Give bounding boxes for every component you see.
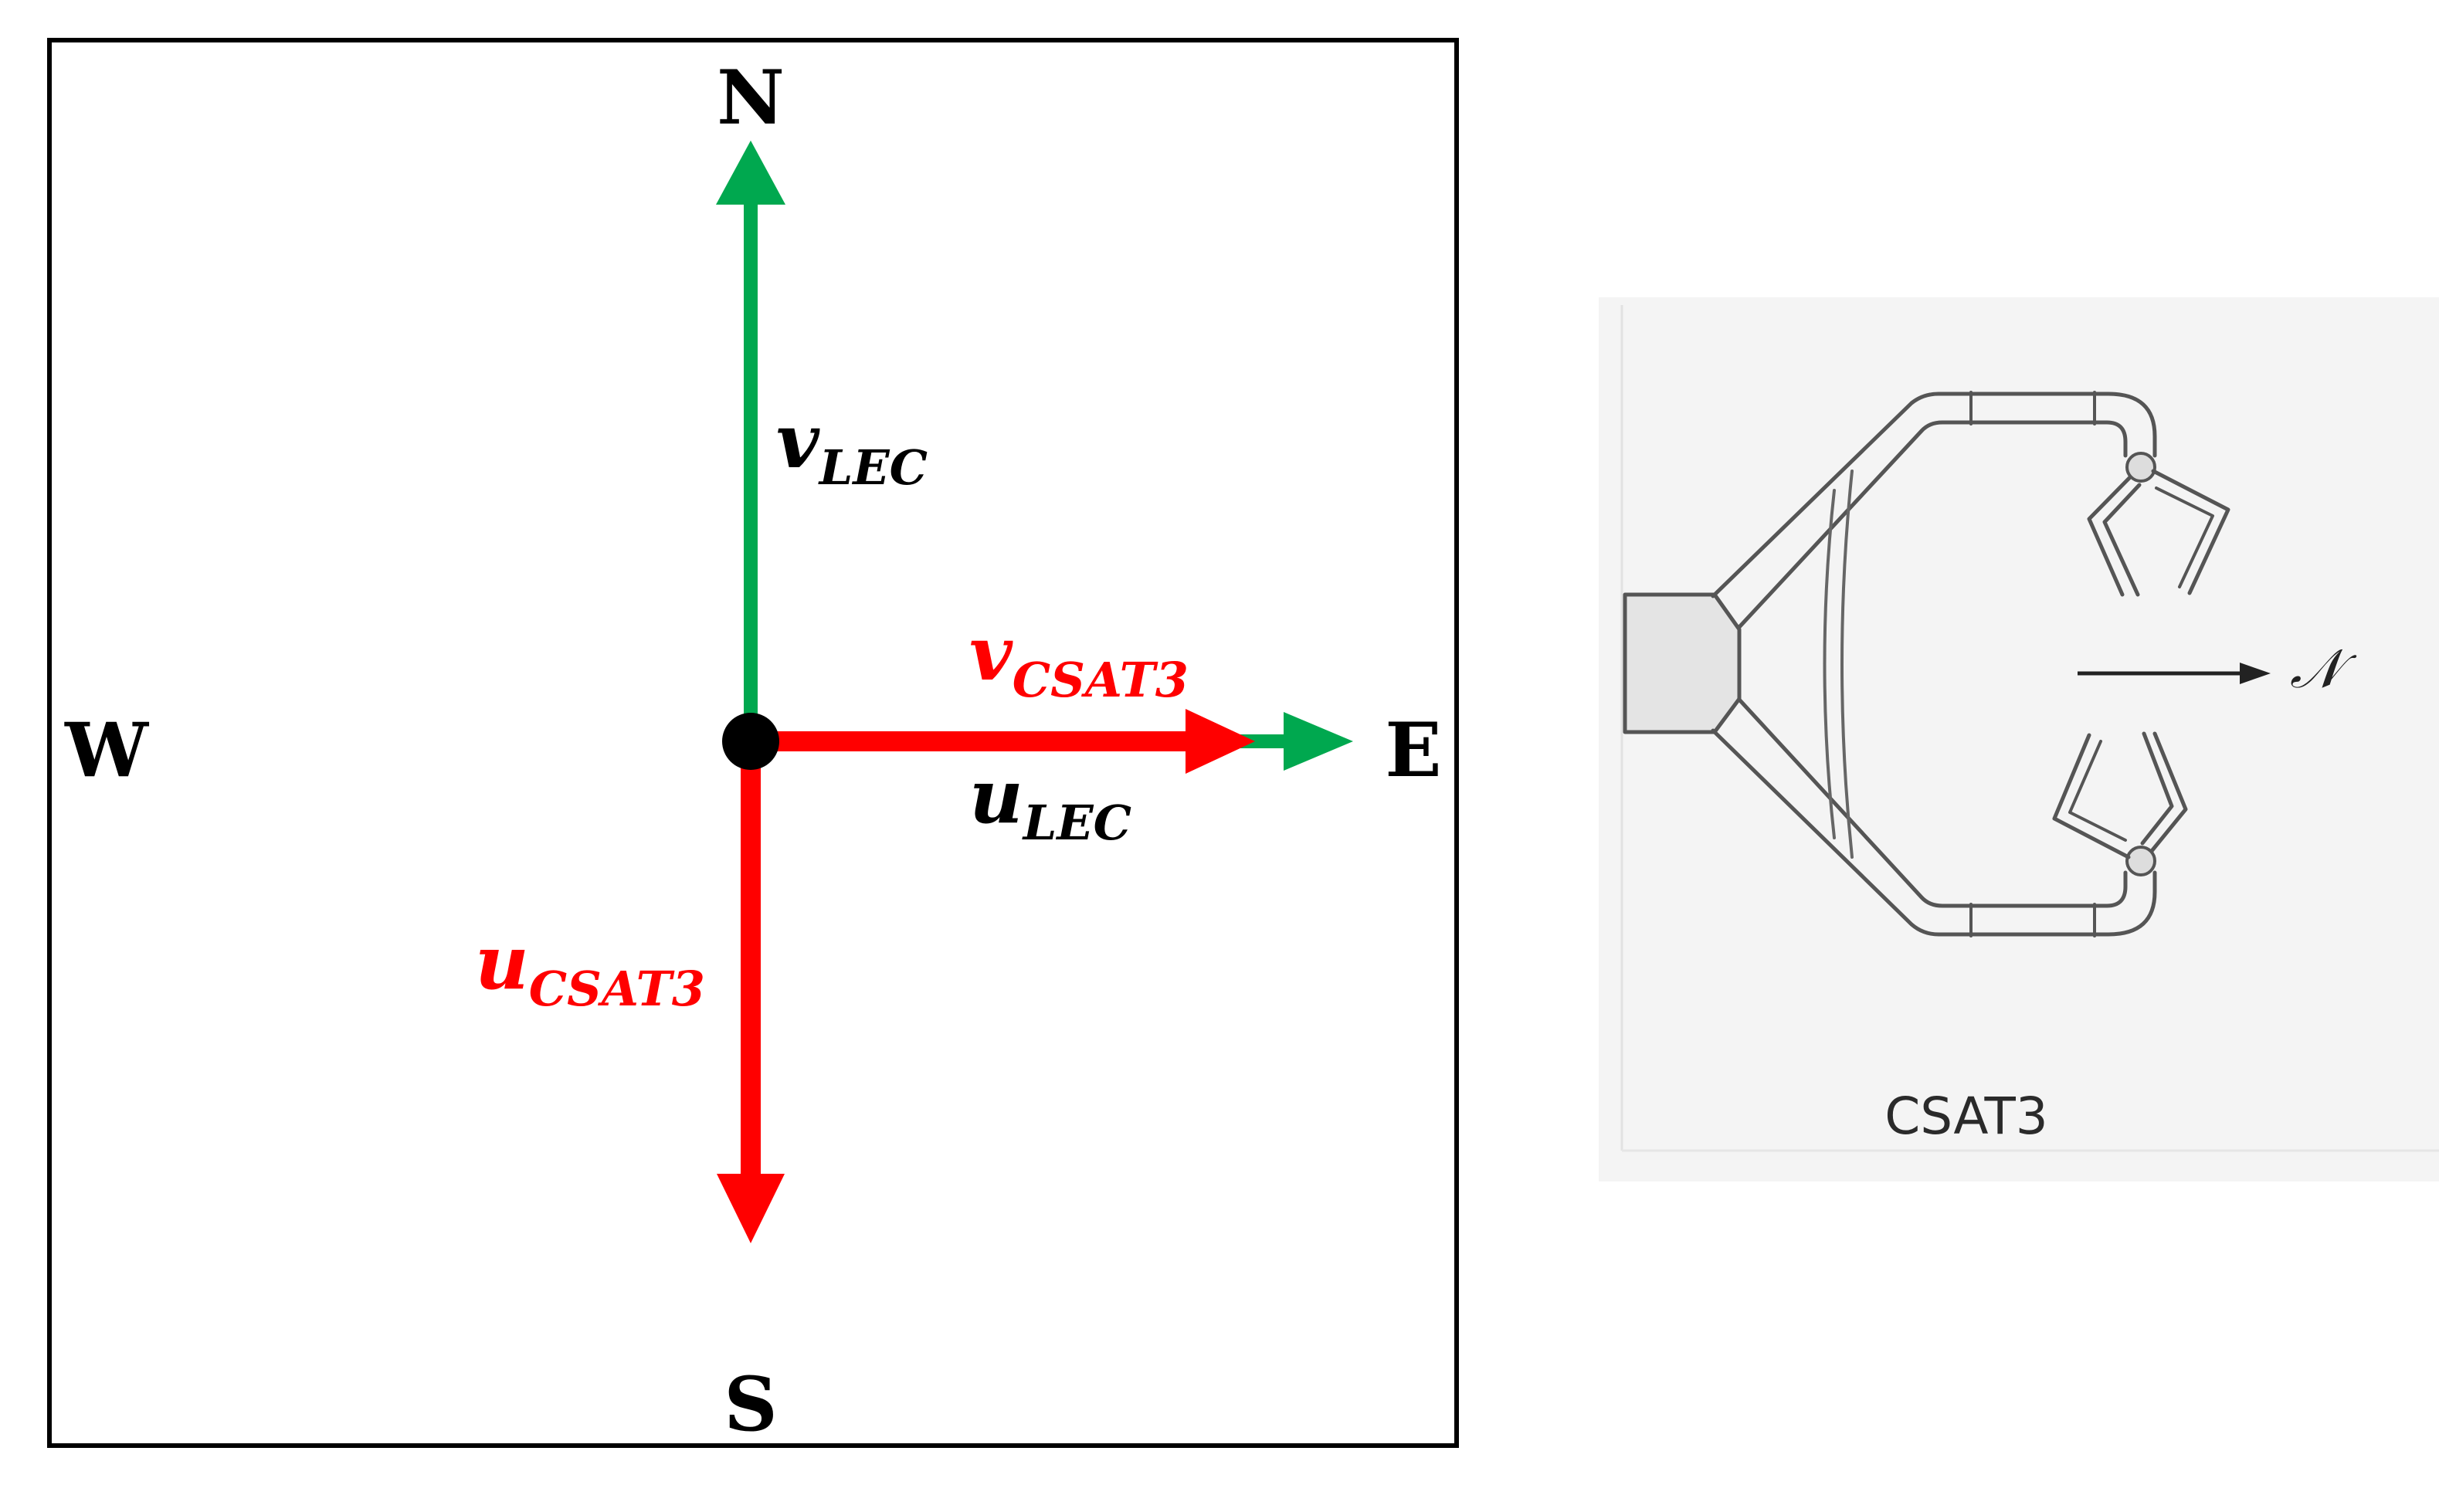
sensor-upper-transducer-right	[2151, 469, 2230, 595]
sensor-north-arrow-head	[2240, 663, 2271, 684]
u-lec-label: uLEC	[969, 753, 1131, 851]
origin-point	[722, 713, 779, 770]
v-csat3-symbol: v	[969, 610, 1013, 697]
u-csat3-subscript: CSAT3	[529, 961, 705, 1017]
u-lec-arrow-head	[1284, 712, 1353, 771]
south-label: S	[724, 1361, 777, 1448]
sensor-lower-transducer-left-inner	[2068, 740, 2127, 842]
u-csat3-label: uCSAT3	[475, 919, 705, 1017]
u-lec-symbol: u	[969, 753, 1023, 840]
u-csat3-arrow-head	[717, 1174, 785, 1243]
north-label: N	[717, 54, 785, 141]
v-csat3-label: vCSAT3	[969, 610, 1189, 708]
sensor-lower-transducer-left	[2052, 733, 2131, 859]
sensor-lower-arm-inner	[1737, 697, 2128, 908]
sensor-panel-background	[1599, 297, 2439, 1181]
sensor-caption: CSAT3	[1884, 1087, 2048, 1146]
west-label: W	[64, 707, 149, 794]
csat3-sensor-icon	[1623, 391, 2230, 937]
csat3-sensor-panel: 𝒩 CSAT3	[1599, 297, 2439, 1181]
v-csat3-arrow-head	[1186, 709, 1255, 774]
v-lec-arrow	[716, 141, 785, 741]
sensor-upper-arm-inner	[1737, 420, 2128, 629]
v-lec-arrow-head	[716, 141, 785, 205]
sensor-cross-brace	[1823, 470, 1854, 859]
sensor-lower-transducer-right	[2140, 731, 2188, 853]
compass-diagram: N S E W vLEC vCSAT3	[47, 38, 1459, 1448]
u-lec-subscript: LEC	[1022, 795, 1131, 851]
v-lec-subscript: LEC	[818, 439, 928, 496]
v-csat3-arrow	[751, 709, 1255, 774]
v-lec-symbol: v	[776, 398, 820, 485]
sensor-north-arrow	[2078, 663, 2271, 684]
v-lec-label: vLEC	[776, 398, 928, 496]
sensor-lower-hub	[2125, 846, 2156, 876]
sensor-upper-arm-outer	[1711, 392, 2157, 598]
sensor-upper-transducer-left	[2087, 475, 2142, 597]
u-csat3-symbol: u	[475, 919, 529, 1006]
sensor-lower-arm-outer	[1711, 728, 2157, 937]
sensor-upper-transducer-right-inner	[2155, 486, 2214, 588]
sensor-upper-hub	[2125, 452, 2156, 483]
east-label: E	[1385, 707, 1441, 794]
u-csat3-arrow	[717, 741, 785, 1243]
v-csat3-subscript: CSAT3	[1013, 652, 1189, 708]
sensor-mount-block	[1623, 592, 1742, 734]
